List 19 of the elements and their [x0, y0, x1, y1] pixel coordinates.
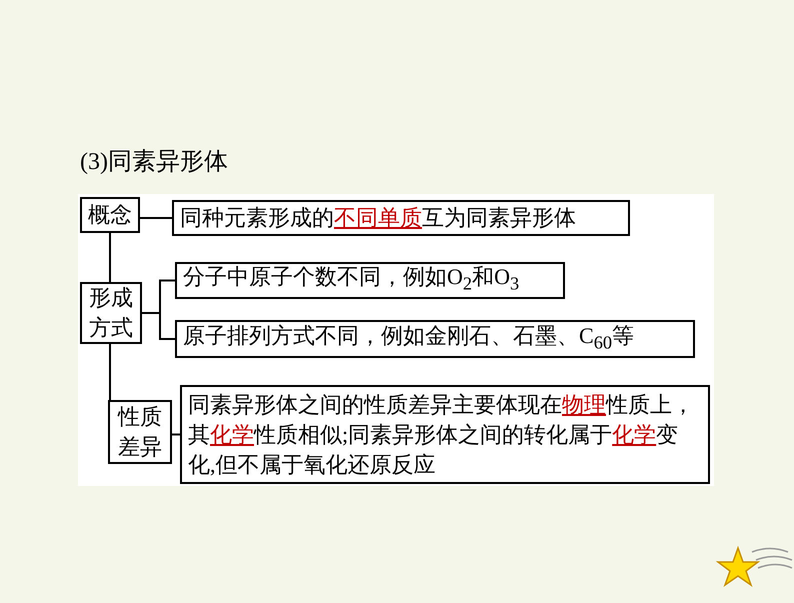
connector-line [109, 344, 111, 400]
title: (3)同素异形体 [80, 148, 228, 177]
category-box [108, 400, 172, 464]
content-text: 分子中原子个数不同，例如O$_{2}$和O$_{3}$ [182, 263, 520, 296]
connector-line [109, 233, 111, 282]
connector-line [140, 217, 172, 219]
content-box [172, 200, 630, 236]
content-box [175, 262, 565, 299]
content-text: 同素异形体之间的性质差异主要体现在物理性质上，其化学性质相似;同素异形体之间的转化属于化学变化,但不属于氧化还原反应 [187, 390, 695, 478]
content-text: 同种元素形成的不同单质互为同素异形体 [179, 204, 577, 232]
connector-line [172, 434, 180, 436]
content-text: 原子排列方式不同，例如金刚石、石墨、C$_{60}$等 [182, 322, 636, 354]
content-box [175, 320, 695, 358]
connector-line [142, 312, 175, 340]
category-label: 形成方式 [88, 284, 134, 342]
category-label: 性质差异 [116, 403, 163, 461]
category-box [80, 197, 140, 233]
category-box [80, 282, 142, 344]
category-label: 概念 [87, 201, 133, 229]
